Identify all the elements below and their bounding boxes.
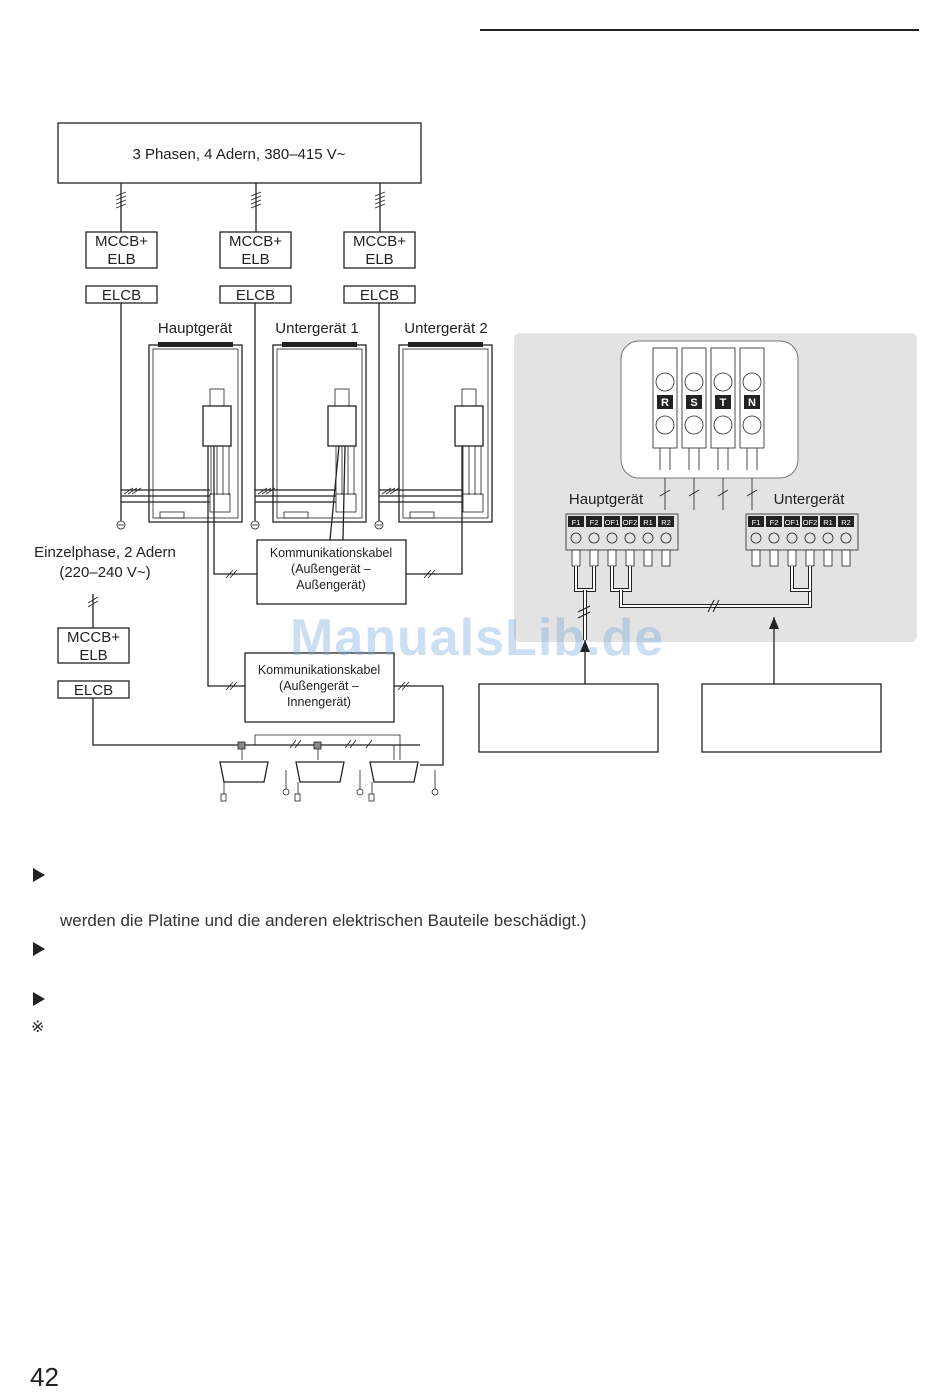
svg-text:R1: R1 — [823, 518, 833, 527]
svg-text:(Außengerät –: (Außengerät – — [291, 562, 371, 576]
svg-text:F2: F2 — [590, 518, 599, 527]
detail-comm-cables — [574, 566, 812, 640]
svg-text:T: T — [720, 397, 727, 409]
detail-sub-label: Untergerät — [774, 491, 846, 508]
svg-text:ELB: ELB — [241, 251, 269, 268]
svg-text:(Außengerät –: (Außengerät – — [279, 679, 359, 693]
power-terminal-block — [620, 340, 799, 479]
mccb-elb-boxes: MCCB+ ELB MCCB+ ELB MCCB+ ELB — [85, 231, 416, 269]
unit-power-feeds — [120, 303, 463, 521]
three-phase-box — [57, 122, 422, 184]
svg-text:F1: F1 — [752, 518, 761, 527]
svg-text:R2: R2 — [661, 518, 671, 527]
svg-text:MCCB+: MCCB+ — [95, 233, 148, 250]
note-text-continuation: werden die Platine und die anderen elekt… — [60, 911, 587, 930]
svg-text:MCCB+: MCCB+ — [67, 629, 120, 646]
indoor-units — [219, 734, 439, 802]
main-comm-terminals: F1 F2 OF1 OF2 R1 R2 — [565, 513, 679, 567]
watermark: ManualsLib.de — [290, 609, 665, 667]
outdoor-unit-sub1 — [272, 342, 367, 523]
callout-box-right — [701, 683, 882, 753]
outdoor-outdoor-cable-box — [256, 539, 407, 605]
svg-text:MCCB+: MCCB+ — [229, 233, 282, 250]
note-bullet-3 — [33, 992, 45, 1006]
svg-text:ELCB: ELCB — [236, 287, 275, 304]
note-bullet-2 — [33, 942, 45, 956]
svg-text:R2: R2 — [841, 518, 851, 527]
main-unit-label: Hauptgerät — [158, 320, 233, 337]
svg-text:ELB: ELB — [365, 251, 393, 268]
svg-text:Kommunikationskabel: Kommunikationskabel — [258, 663, 380, 677]
svg-text:ELB: ELB — [79, 647, 107, 664]
svg-text:MCCB+: MCCB+ — [353, 233, 406, 250]
three-phase-feeders — [115, 183, 386, 232]
sub-unit-1-label: Untergerät 1 — [275, 320, 358, 337]
svg-text:N: N — [748, 397, 756, 409]
three-phase-label: 3 Phasen, 4 Adern, 380–415 V~ — [132, 146, 345, 163]
sub-comm-terminals: F1 F2 OF1 OF2 R1 R2 — [745, 513, 859, 567]
svg-text:ELCB: ELCB — [74, 682, 113, 699]
svg-text:ELB: ELB — [107, 251, 135, 268]
svg-text:OF1: OF1 — [785, 518, 800, 527]
note-bullet-1 — [33, 868, 45, 882]
comm-wiring — [207, 445, 463, 766]
svg-text:OF2: OF2 — [623, 518, 638, 527]
outdoor-unit-sub2 — [398, 342, 493, 523]
sub-unit-2-label: Untergerät 2 — [404, 320, 487, 337]
single-phase-mccb-box — [57, 627, 130, 664]
power-terminals: R S T N — [652, 347, 765, 510]
single-phase-label-2: (220–240 V~) — [59, 564, 150, 581]
svg-text:R1: R1 — [643, 518, 653, 527]
outdoor-indoor-cable-box — [244, 652, 395, 723]
svg-text:ELCB: ELCB — [360, 287, 399, 304]
callout-arrows — [580, 617, 779, 684]
elcb-boxes: ELCB ELCB ELCB — [85, 285, 416, 304]
svg-text:S: S — [690, 397, 697, 409]
page-number: 42 — [30, 1362, 59, 1392]
outdoor-unit-main — [148, 342, 243, 523]
svg-text:OF1: OF1 — [605, 518, 620, 527]
svg-text:Innengerät): Innengerät) — [287, 695, 351, 709]
svg-text:R: R — [661, 397, 669, 409]
callout-box-left — [478, 683, 659, 753]
svg-text:Außengerät): Außengerät) — [296, 578, 365, 592]
svg-text:F2: F2 — [770, 518, 779, 527]
svg-text:ELCB: ELCB — [102, 287, 141, 304]
reference-mark: ※ — [31, 1019, 45, 1036]
detail-main-label: Hauptgerät — [569, 491, 644, 508]
svg-text:Kommunikationskabel: Kommunikationskabel — [270, 546, 392, 560]
single-phase-label-1: Einzelphase, 2 Adern — [34, 544, 176, 561]
svg-text:OF2: OF2 — [803, 518, 818, 527]
svg-text:F1: F1 — [572, 518, 581, 527]
